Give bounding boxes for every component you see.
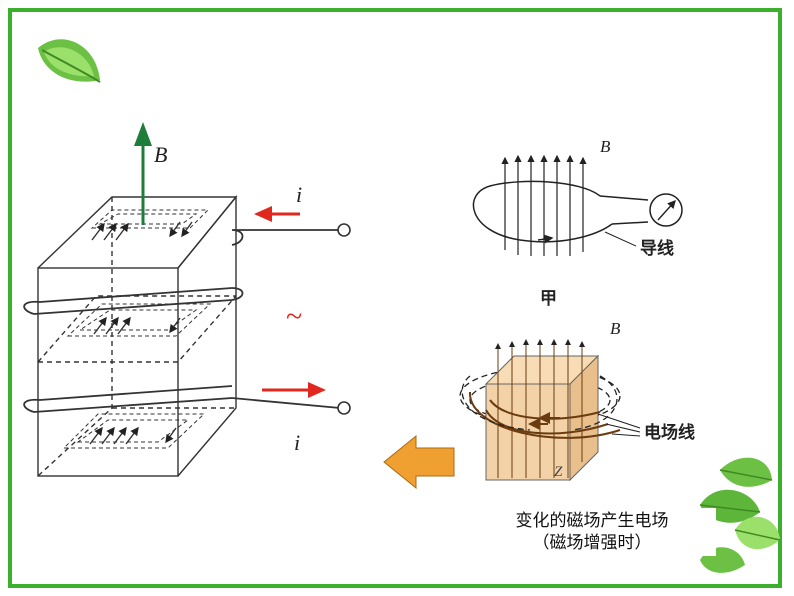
current-label-out: i (294, 430, 300, 455)
cube-field-lines (495, 339, 585, 478)
induced-field-loops (62, 209, 212, 449)
cube-corner-mark: Z (554, 464, 563, 480)
figure-jia (472, 154, 683, 256)
magnetic-field-arrow (134, 122, 152, 225)
terminal-top-icon (337, 223, 351, 237)
field-lines (501, 154, 587, 256)
caption-line-1: 变化的磁场产生电场 (515, 511, 669, 530)
current-arrow-out (262, 382, 326, 398)
galvanometer-icon (649, 193, 683, 227)
wire-label: 导线 (640, 238, 674, 258)
jia-field-label: B (600, 137, 611, 156)
current-arrow-in (254, 206, 300, 222)
block-solenoid (37, 195, 238, 477)
field-label-b: B (154, 142, 167, 167)
figure-yi: Z (459, 339, 641, 482)
caption-box: 变化的磁场产生电场 （磁场增强时） (468, 508, 716, 556)
slide-border (8, 8, 782, 588)
figure-jia-caption: 甲 (540, 289, 557, 308)
yi-field-label: B (610, 319, 621, 338)
coil-windings (23, 229, 341, 413)
circulation-arrows (89, 221, 193, 445)
terminal-bottom-icon (337, 401, 351, 415)
current-label-in: i (296, 182, 302, 207)
leaf-icon (38, 39, 101, 83)
electric-field-line-label: 电场线 (644, 422, 695, 442)
ac-symbol: ~ (286, 300, 302, 333)
caption-line-2: （磁场增强时） (532, 533, 652, 552)
left-block-arrow-icon (383, 434, 455, 490)
